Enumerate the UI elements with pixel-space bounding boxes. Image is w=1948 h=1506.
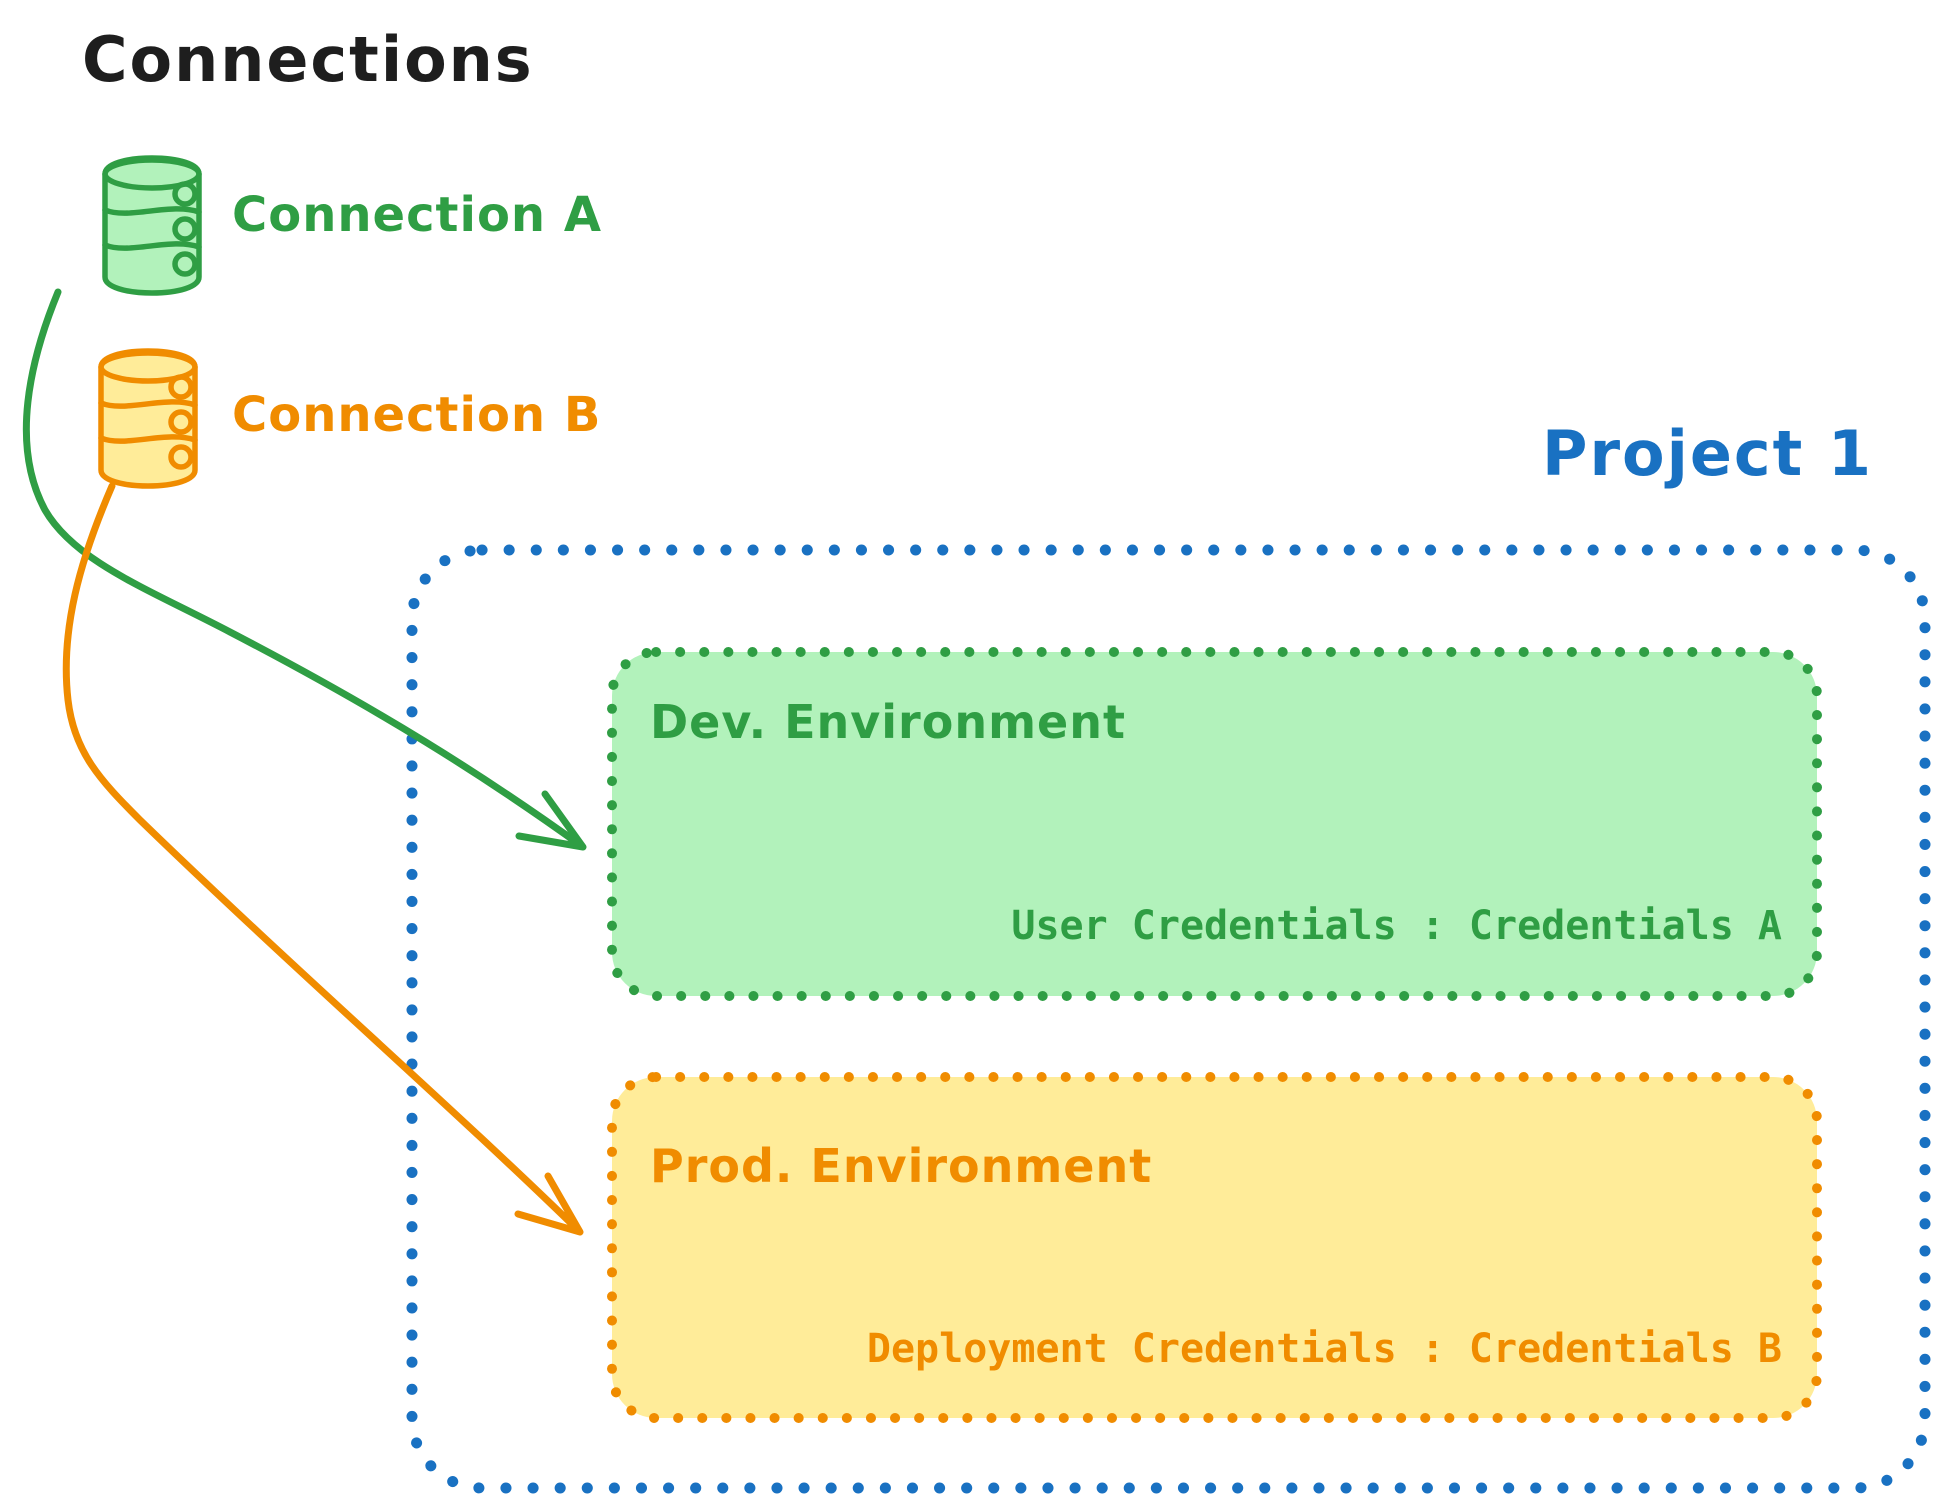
database-top	[102, 157, 202, 191]
prod-environment-credentials: Deployment Credentials : Credentials B	[866, 1326, 1782, 1372]
database-divider	[102, 241, 202, 251]
dev-environment-box	[607, 647, 1822, 1001]
database-divider	[102, 206, 202, 216]
database-led	[168, 444, 194, 470]
dev-environment-credentials: User Credentials : Credentials A	[1011, 903, 1782, 949]
database-led	[172, 251, 198, 277]
connection-b-arrow	[62, 482, 584, 1236]
database-divider	[98, 434, 198, 444]
prod-environment-box	[607, 1072, 1822, 1423]
database-top	[98, 350, 198, 384]
database-icon	[98, 348, 198, 489]
database-led	[168, 409, 194, 435]
prod-environment-title: Prod. Environment	[650, 1139, 1153, 1193]
database-divider	[98, 399, 198, 409]
project-title: Project 1	[1542, 417, 1874, 490]
database-led	[168, 374, 194, 400]
dev-environment-title: Dev. Environment	[650, 695, 1126, 749]
connection-b-label: Connection B	[232, 387, 602, 443]
diagram-title: Connections	[82, 23, 534, 96]
database-led	[172, 216, 198, 242]
database-led	[172, 181, 198, 207]
connection-a-arrow	[22, 288, 587, 851]
connection-a-label: Connection A	[232, 187, 602, 243]
database-icon	[102, 155, 202, 296]
